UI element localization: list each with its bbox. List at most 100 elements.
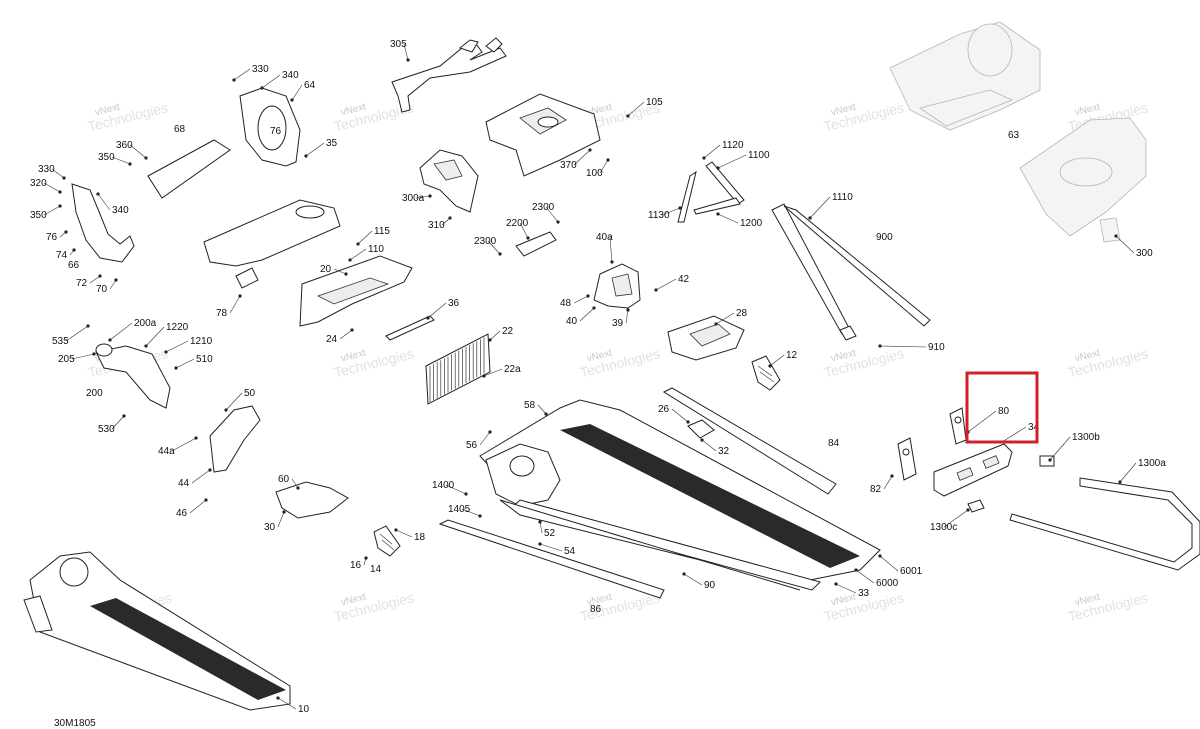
fastener-dot <box>144 344 148 348</box>
fastener-dot <box>1114 234 1118 238</box>
highlight-box <box>965 371 1039 444</box>
callout-350: 350 <box>30 210 47 221</box>
callout-310: 310 <box>428 220 445 231</box>
callout-510: 510 <box>196 354 213 365</box>
callout-26: 26 <box>658 404 670 415</box>
callout-1200: 1200 <box>740 218 763 229</box>
leader-line-100 <box>599 159 609 174</box>
fastener-dot <box>526 236 530 240</box>
leader-line-530 <box>111 415 125 430</box>
fastener-dot <box>716 212 720 216</box>
callout-115: 115 <box>374 226 390 237</box>
fastener-dot <box>64 230 68 234</box>
callout-40: 40 <box>566 316 578 327</box>
part-1300a-bumper <box>1009 477 1200 571</box>
leader-line-320 <box>43 182 61 193</box>
fastener-dot <box>714 322 718 326</box>
leader-line-535 <box>65 325 89 342</box>
callout-18: 18 <box>414 532 426 543</box>
fastener-dot <box>498 252 502 256</box>
leader-line-300a <box>415 195 431 199</box>
leader-line-33 <box>835 583 857 594</box>
fastener-dot <box>428 194 432 198</box>
callout-1400: 1400 <box>432 480 455 491</box>
fastener-dot <box>626 114 630 118</box>
part-20 <box>299 255 413 327</box>
callout-900: 900 <box>876 232 893 243</box>
callout-54: 54 <box>564 546 576 557</box>
callout-68: 68 <box>174 124 186 135</box>
fastener-dot <box>350 328 354 332</box>
fastener-dot <box>678 206 682 210</box>
leader-line-360 <box>129 144 147 159</box>
leader-line-40a <box>609 236 613 263</box>
fastener-dot <box>92 352 96 356</box>
leader-line-2300 <box>545 206 559 223</box>
part-14 <box>373 525 401 557</box>
callout-535: 535 <box>52 336 69 347</box>
leader-line-1100 <box>717 154 747 169</box>
callout-70: 70 <box>96 284 108 295</box>
part-40 <box>593 263 641 309</box>
leader-line-78 <box>229 295 241 314</box>
fastener-dot <box>260 86 264 90</box>
assembly-overview <box>23 551 291 711</box>
fastener-dot <box>588 148 592 152</box>
leader-line-34 <box>1001 426 1027 443</box>
fastener-dot <box>702 156 706 160</box>
leader-line-60 <box>291 478 299 489</box>
callout-340: 340 <box>112 205 129 216</box>
fastener-dot <box>356 242 360 246</box>
callout-22: 22 <box>502 326 514 337</box>
fastener-dot <box>654 288 658 292</box>
fastener-dot <box>890 474 894 478</box>
part-80 <box>949 407 967 445</box>
leader-line-22a <box>483 368 503 377</box>
callout-110: 110 <box>368 244 384 255</box>
leader-line-115 <box>357 230 373 245</box>
leader-line-30 <box>277 511 285 528</box>
fastener-dot <box>98 274 102 278</box>
callout-305: 305 <box>390 39 407 50</box>
part-900-strut <box>771 203 931 341</box>
leader-line-90 <box>683 573 703 586</box>
callout-330: 330 <box>252 64 269 75</box>
leader-line-1405 <box>461 508 481 517</box>
callout-20: 20 <box>320 264 332 275</box>
callout-205: 205 <box>58 354 75 365</box>
leader-line-39 <box>625 309 629 324</box>
leader-line-1300c <box>943 509 969 528</box>
fastener-dot <box>174 366 178 370</box>
callout-10: 10 <box>298 704 310 715</box>
diagram-code: 30M1805 <box>54 718 96 729</box>
callout-82: 82 <box>870 484 882 495</box>
callout-39: 39 <box>612 318 624 329</box>
callout-1120: 1120 <box>722 140 744 151</box>
callout-300: 300 <box>1136 248 1153 259</box>
leader-line-350 <box>43 205 61 216</box>
leader-line-330 <box>233 68 251 81</box>
leader-line-80 <box>967 410 997 433</box>
callout-320: 320 <box>30 178 47 189</box>
part-1300b <box>1039 455 1055 467</box>
callout-33: 33 <box>858 588 870 599</box>
fastener-dot <box>716 166 720 170</box>
part-63 <box>889 21 1041 131</box>
leader-line-1400 <box>445 484 467 495</box>
callout-24: 24 <box>326 334 338 345</box>
leader-line-1120 <box>703 144 721 159</box>
leader-line-24 <box>339 329 353 340</box>
callout-22a: 22a <box>504 364 521 375</box>
part-26 <box>687 419 715 439</box>
fastener-dot <box>966 508 970 512</box>
fastener-dot <box>768 364 772 368</box>
callout-6000: 6000 <box>876 578 899 589</box>
leader-line-205 <box>71 353 95 360</box>
leader-line-48 <box>573 295 589 304</box>
part-1300c <box>967 499 985 513</box>
part-1100-links <box>677 161 745 223</box>
callout-1100: 1100 <box>748 150 770 161</box>
